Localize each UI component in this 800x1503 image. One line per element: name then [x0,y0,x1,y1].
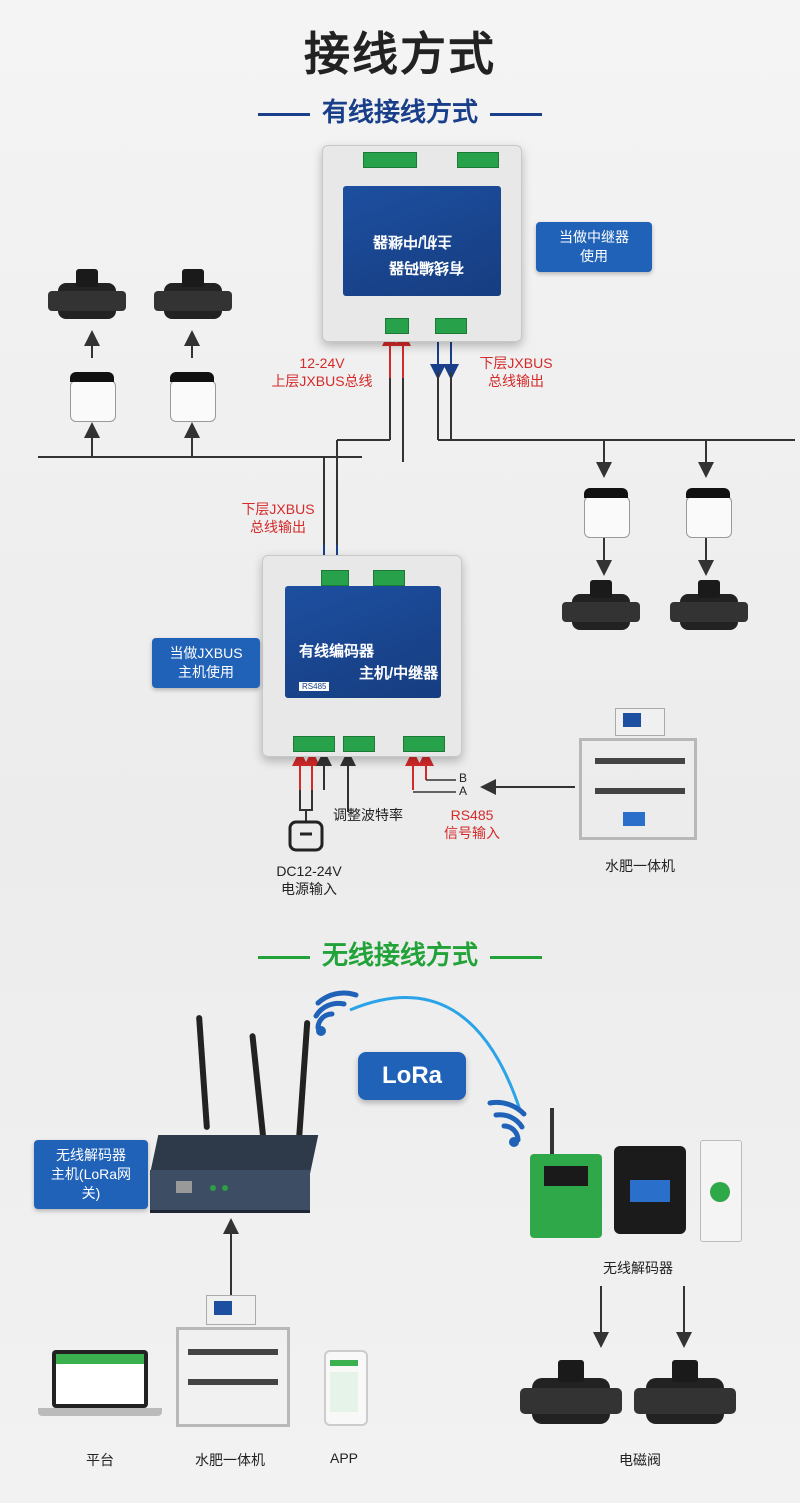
solenoid-valve-icon [48,265,126,335]
bottom-device-panel-line2: 主机/中继器 [359,665,439,682]
top-terminal-block-4 [435,318,467,334]
wireless-decoder-green [530,1108,602,1238]
solenoid-valve-icon [634,1356,736,1436]
bottom-terminal-block-1 [321,570,349,586]
top-terminal-block-2 [457,152,499,168]
top-device-panel-line2: 主机/中继器 [373,233,453,250]
bottom-wired-encoder-device: 有线编码器 主机/中继器 RS485 [262,555,462,757]
bottom-terminal-block-4 [343,736,375,752]
top-wired-encoder-device: 主机/中继器 有线编码器 [322,145,522,342]
bottom-device-tag: RS485 [299,682,330,691]
fertigation-machine-icon [575,708,705,840]
wireless-heading-text: 无线接线方式 [321,940,478,970]
bottom-terminal-block-3 [293,736,335,752]
bus-out-left-label: 下层JXBUS 总线输出 [241,501,315,535]
ba-labels: B A [458,771,467,798]
baud-label: 调整波特率 [333,807,403,823]
wired-heading-text: 有线接线方式 [321,97,478,127]
heading-line-right [490,955,542,959]
fertigation-machine-icon [172,1295,290,1427]
top-terminal-block-1 [363,152,417,168]
fertigation-label: 水肥一体机 [605,858,675,874]
wifi-icon-right [487,1099,527,1143]
decoder-coil-icon [686,488,732,538]
lora-gateway-device [149,1014,320,1225]
decoder-coil-icon [170,372,216,422]
lora-badge: LoRa [358,1052,466,1100]
lora-arc [349,996,522,1111]
solenoid-valve-label: 电磁阀 [619,1452,661,1468]
rs485-label: RS485 信号输入 [444,807,500,841]
decoder-coil-icon [70,372,116,422]
top-terminal-block-3 [385,318,409,334]
decoder-coil-icon [584,488,630,538]
solenoid-valve-icon [520,1356,622,1436]
top-device-panel: 主机/中继器 有线编码器 [343,186,501,296]
heading-line-right [490,112,542,116]
solenoid-valve-icon [670,576,748,642]
heading-line-left [257,112,310,116]
platform-laptop-icon [38,1350,162,1420]
gateway-badge: 无线解码器 主机(LoRa网关) [34,1140,148,1209]
relay-badge: 当做中继器 使用 [536,222,652,272]
bottom-terminal-block-2 [373,570,405,586]
bus-out-top-label: 下层JXBUS 总线输出 [479,355,553,389]
bottom-terminal-block-5 [403,736,445,752]
upper-bus-label: 12-24V 上层JXBUS总线 [271,355,373,389]
wireless-decoder-white [700,1140,742,1242]
solenoid-valve-icon [562,576,640,642]
solenoid-valve-icon [154,265,232,335]
power-label: DC12-24V 电源输入 [276,863,342,897]
page-title: 接线方式 [304,28,496,80]
wired-section-heading: 有线接线方式 [0,92,800,129]
host-badge: 当做JXBUS 主机使用 [152,638,260,688]
fertigation-bottom-label: 水肥一体机 [195,1452,265,1468]
wifi-icon-left [313,990,359,1031]
app-phone-icon [324,1350,368,1426]
wireless-decoder-black [614,1146,686,1234]
app-label: APP [329,1450,358,1466]
decoder-label: 无线解码器 [603,1260,673,1276]
bottom-device-panel: 有线编码器 主机/中继器 RS485 [285,586,441,698]
top-device-panel-line1: 有线编码器 [389,259,465,276]
heading-line-left [257,955,310,959]
wireless-section-heading: 无线接线方式 [0,935,800,972]
bottom-device-panel-line1: 有线编码器 [299,643,375,660]
platform-label: 平台 [86,1452,114,1468]
